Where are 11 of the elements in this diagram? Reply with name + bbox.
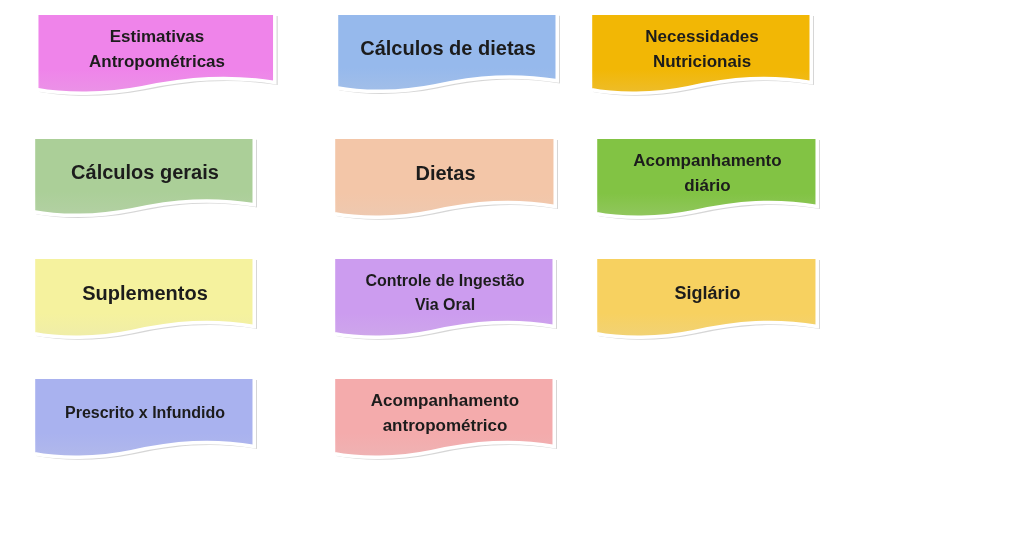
box-label: Cálculos gerais: [71, 160, 219, 186]
box-label: Prescrito x Infundido: [65, 402, 225, 423]
box-label: Controle de Ingestão Via Oral: [364, 270, 526, 315]
box-label: Acompanhamento diário: [632, 149, 783, 197]
box-label: Estimativas Antropométricas: [88, 25, 226, 73]
box-label: Siglário: [674, 281, 741, 305]
box-label: Suplementos: [82, 280, 208, 306]
box-label: Cálculos de dietas: [360, 36, 536, 62]
box-label: Dietas: [415, 160, 476, 186]
box-label: Acompanhamento antropométrico: [369, 389, 521, 437]
box-label: Necessidades Nutricionais: [644, 25, 760, 73]
